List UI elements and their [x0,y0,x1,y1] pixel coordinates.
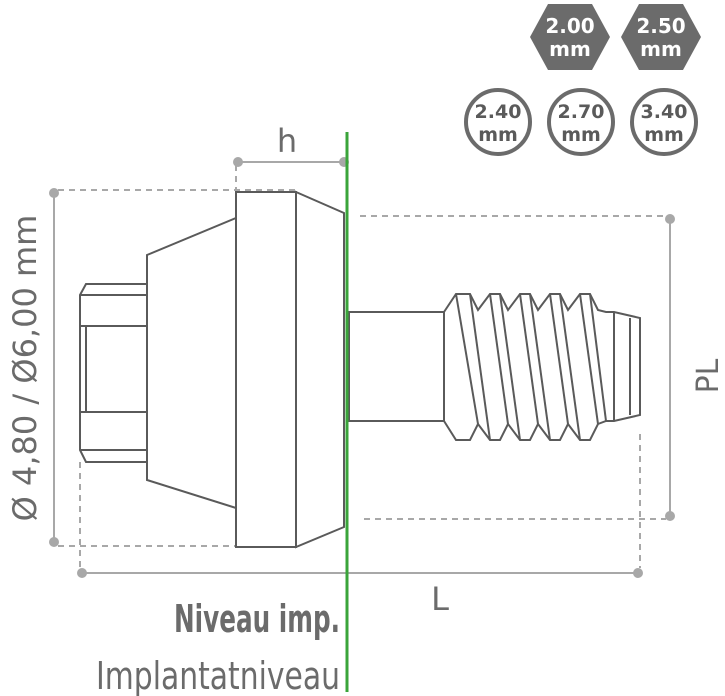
hex-badge-value: 2.50 [636,14,685,38]
hex-badge-2-50: 2.50 mm [621,4,701,70]
round-badge-2-70: 2.70 mm [547,88,615,156]
round-badge-2-40: 2.40 mm [464,88,532,156]
length-label: L [431,580,449,618]
hex-badge-2-00: 2.00 mm [530,4,610,70]
round-badge-unit: mm [478,124,518,146]
round-badge-value: 2.70 [558,101,605,123]
round-badge-value: 2.40 [475,101,522,123]
hex-badge-unit: mm [549,37,591,61]
implant-level-bold-label: Niveau imp. [174,597,340,641]
diameter-label: Ø 4,80 / Ø6,00 mm [6,215,44,522]
height-label: h [277,122,297,160]
round-badge-3-40: 3.40 mm [630,88,698,156]
hex-badge-unit: mm [640,37,682,61]
hex-badge-value: 2.00 [545,14,594,38]
dimension-lines [53,161,671,574]
round-badge-unit: mm [644,124,684,146]
round-badge-unit: mm [561,124,601,146]
screw-thread [443,293,641,441]
abutment-outline [79,190,445,549]
post-length-label: PL [691,358,725,393]
round-badge-value: 3.40 [641,101,688,123]
implant-level-label: Implantatniveau [96,654,340,696]
